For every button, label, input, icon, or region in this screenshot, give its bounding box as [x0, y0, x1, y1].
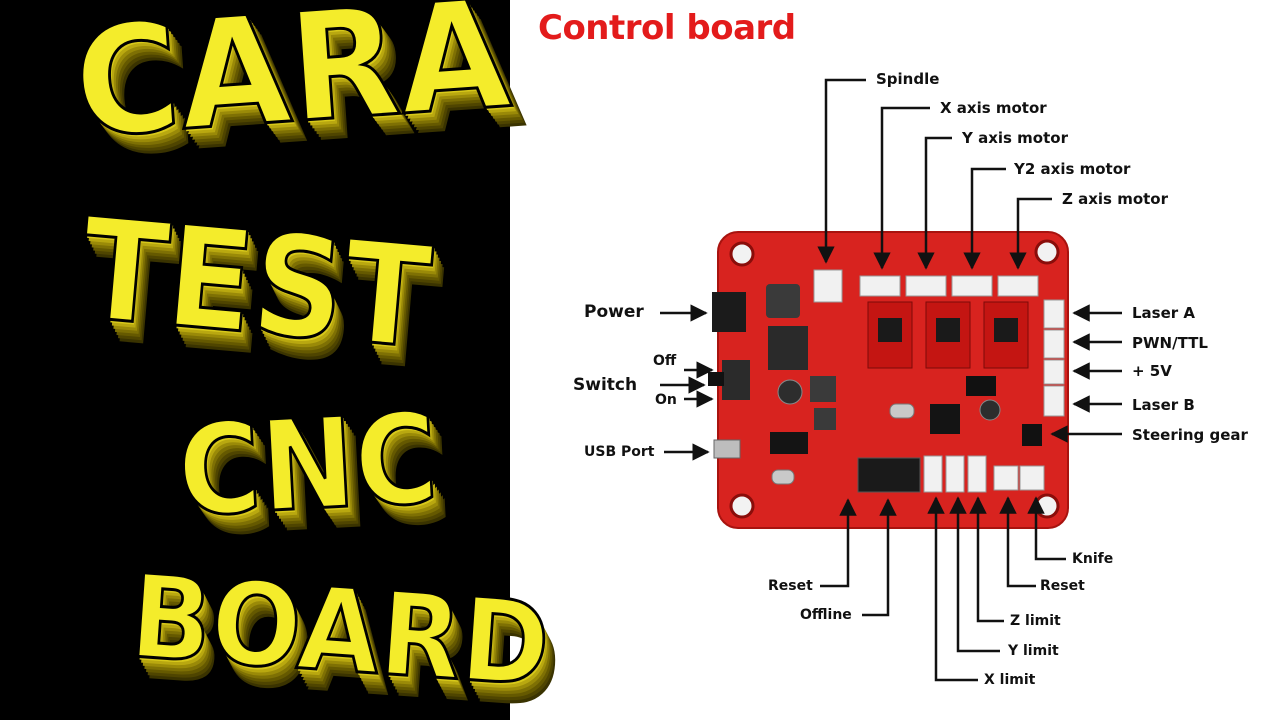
steering-gear-header — [1022, 424, 1042, 446]
control-board-image — [708, 231, 1069, 529]
label-plus-5v: + 5V — [1132, 362, 1172, 380]
stepper-driver — [867, 301, 913, 369]
leader-line-x-limit — [927, 496, 978, 682]
inductor — [766, 284, 800, 318]
y-limit-connector — [945, 455, 965, 493]
label-switch: Switch — [573, 375, 638, 395]
usb-chip — [770, 432, 808, 454]
mounting-hole — [1034, 493, 1060, 519]
leader-line-y-axis — [917, 136, 952, 270]
label-usb-port: USB Port — [584, 444, 655, 460]
stepper-driver — [925, 301, 971, 369]
y2-axis-connector — [951, 275, 993, 297]
inductor — [814, 408, 836, 430]
label-knife: Knife — [1072, 551, 1114, 567]
leader-line-knife — [1027, 496, 1066, 561]
capacitor — [777, 379, 803, 405]
label-on: On — [655, 392, 677, 408]
offline-controller-header — [857, 457, 921, 493]
label-spindle: Spindle — [876, 70, 940, 88]
diagram-title: Control board — [538, 8, 796, 48]
label-offline: Offline — [800, 607, 852, 623]
leader-line-offline — [862, 498, 897, 617]
label-x-axis-motor: X axis motor — [940, 99, 1047, 117]
label-pwn-ttl: PWN/TTL — [1132, 334, 1208, 352]
z-axis-connector — [997, 275, 1039, 297]
regulator — [768, 326, 808, 370]
label-off: Off — [653, 353, 677, 369]
laser-b-connector — [1043, 385, 1065, 417]
knife-connector — [1019, 465, 1045, 491]
label-steering-gear: Steering gear — [1132, 426, 1248, 444]
label-power: Power — [584, 302, 644, 322]
leader-line-z-axis — [1009, 197, 1052, 270]
spindle-connector — [813, 269, 843, 303]
label-y2-axis-motor: Y2 axis motor — [1014, 160, 1131, 178]
pin-header — [966, 376, 996, 396]
crystal — [771, 469, 795, 485]
power-jack — [712, 292, 746, 332]
crystal — [889, 403, 915, 419]
leader-line-reset-left — [820, 498, 857, 588]
x-limit-connector — [923, 455, 943, 493]
microcontroller-chip — [930, 404, 960, 434]
label-y-axis-motor: Y axis motor — [962, 129, 1068, 147]
label-laser-b: Laser B — [1132, 396, 1195, 414]
mounting-hole — [729, 493, 755, 519]
five-volt-connector — [1043, 359, 1065, 385]
mounting-hole — [729, 241, 755, 267]
capacitor — [979, 399, 1001, 421]
inductor — [810, 376, 836, 402]
label-reset-left: Reset — [768, 578, 813, 594]
leader-line-spindle — [817, 78, 866, 264]
y-axis-connector — [905, 275, 947, 297]
stepper-driver — [983, 301, 1029, 369]
label-z-limit: Z limit — [1010, 613, 1061, 629]
usb-connector — [713, 439, 741, 459]
label-reset-right: Reset — [1040, 578, 1085, 594]
leader-line-reset-right — [999, 496, 1036, 588]
laser-a-connector — [1043, 299, 1065, 329]
label-laser-a: Laser A — [1132, 304, 1196, 322]
leader-line-y2-axis — [963, 167, 1006, 270]
power-switch — [708, 360, 750, 400]
z-limit-connector — [967, 455, 987, 493]
leader-line-y-limit — [949, 496, 1000, 653]
leader-lines — [660, 78, 1122, 682]
mounting-hole — [1034, 239, 1060, 265]
label-x-limit: X limit — [984, 672, 1036, 688]
x-axis-connector — [859, 275, 901, 297]
leader-line-x-axis — [873, 106, 930, 270]
label-y-limit: Y limit — [1008, 643, 1059, 659]
label-z-axis-motor: Z axis motor — [1062, 190, 1168, 208]
pwm-ttl-connector — [1043, 329, 1065, 359]
reset-connector — [993, 465, 1019, 491]
leader-line-z-limit — [969, 496, 1004, 623]
title-panel: CARA TEST CNC BOARD — [0, 0, 555, 720]
